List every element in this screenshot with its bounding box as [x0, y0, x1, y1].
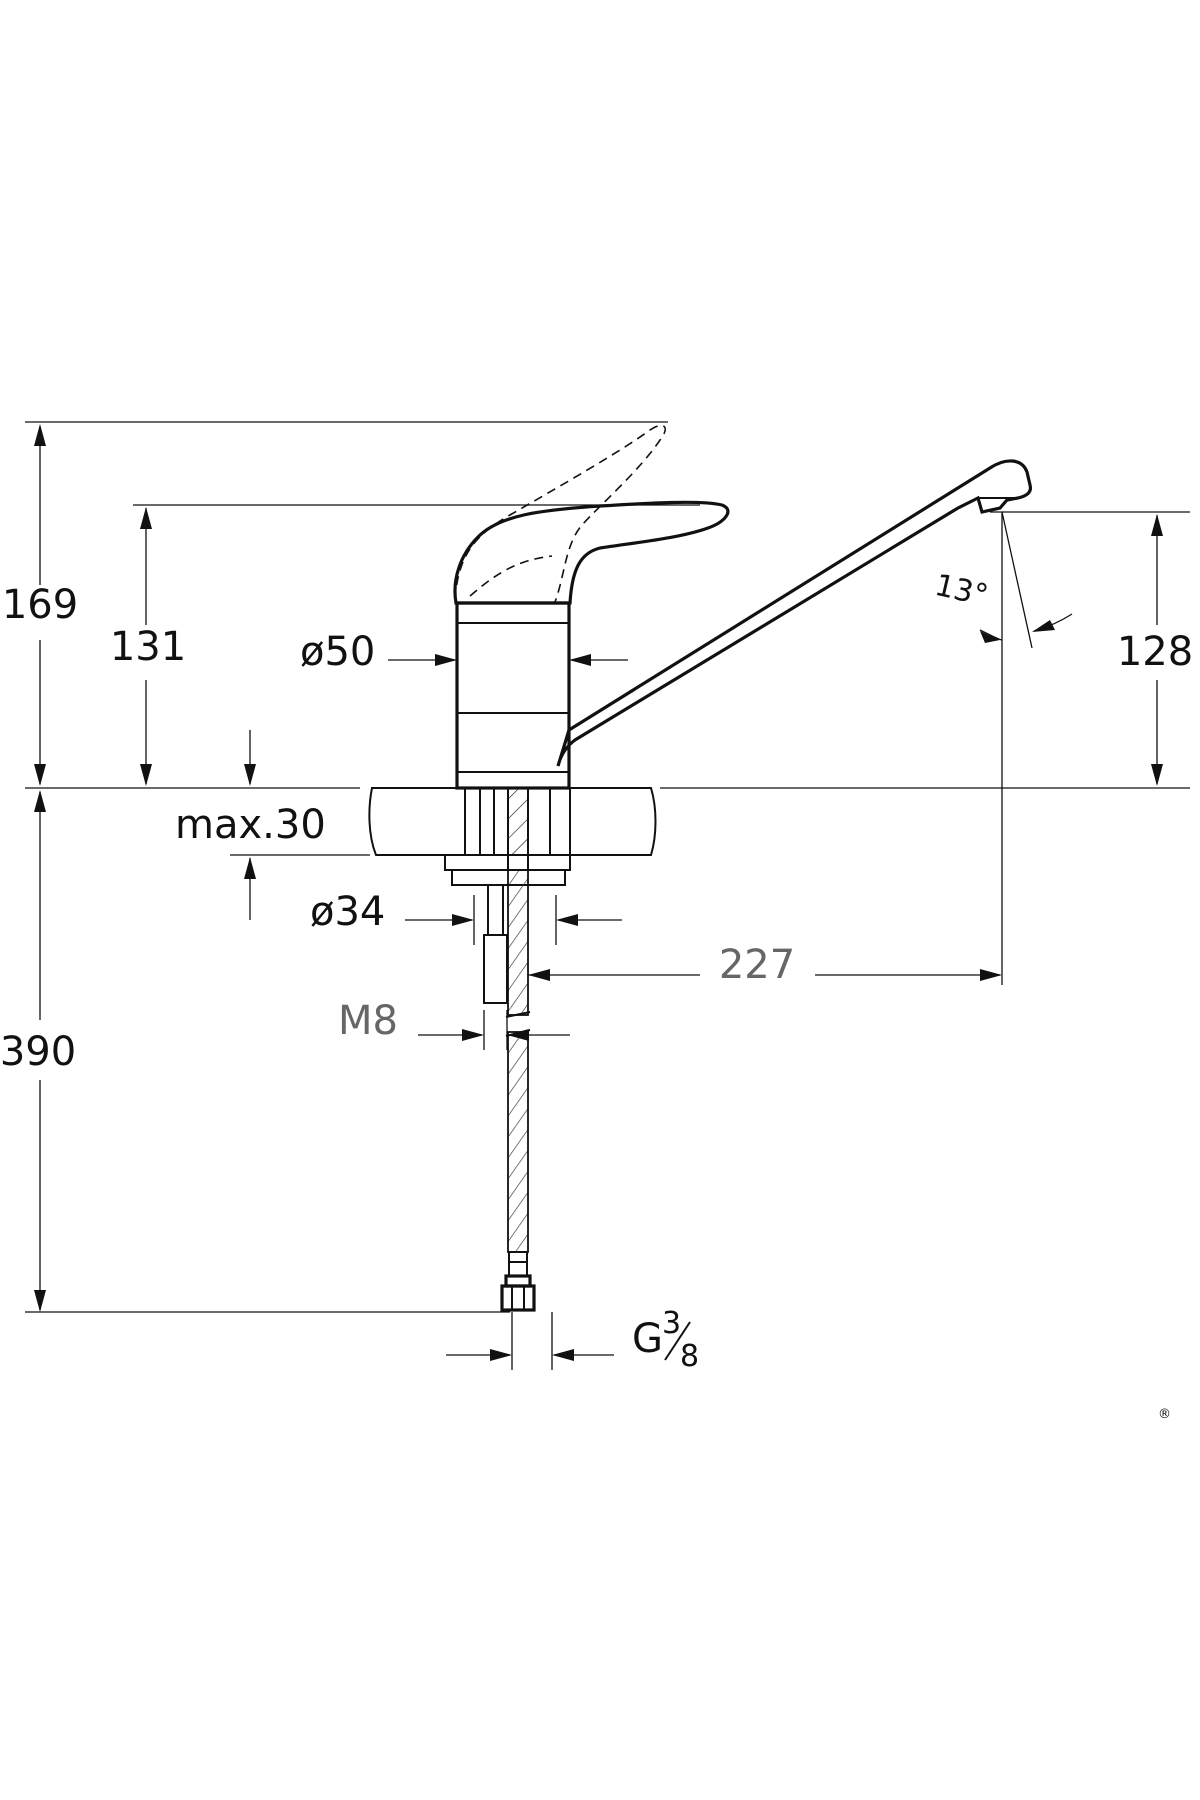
dim-stud-thread-label: M8	[338, 998, 398, 1044]
dim-hose-connection-denominator: 8	[680, 1339, 699, 1374]
flexible-hose	[500, 869, 536, 1312]
lever-raised-ghost	[454, 424, 666, 603]
dim-hose-connection-numerator: 3	[662, 1306, 681, 1341]
spout	[556, 459, 1033, 767]
dim-lever-height: 131	[110, 507, 186, 786]
dim-spout-reach: 227	[528, 942, 1002, 988]
lever-handle	[453, 500, 730, 605]
spout-angle-label: 13°	[932, 568, 992, 614]
dim-body-diameter-label: ø50	[300, 629, 375, 675]
faucet-body	[455, 601, 571, 790]
countertop-section	[368, 787, 657, 856]
dim-spout-height-label: 128	[1117, 629, 1193, 675]
dim-spout-height: 128	[1117, 514, 1193, 786]
extension-lines	[25, 421, 1190, 1313]
dim-counter-thickness-label: max.30	[175, 802, 326, 848]
dim-total-height-label: 169	[2, 582, 78, 628]
dim-spout-reach-label: 227	[719, 942, 795, 988]
dim-hose-length: 390	[0, 790, 76, 1312]
dim-lever-height-label: 131	[110, 624, 186, 670]
dim-hose-connection-thread: G	[632, 1316, 663, 1362]
dim-shank-diameter-label: ø34	[310, 889, 385, 935]
dim-stud-thread: M8	[338, 998, 570, 1050]
dim-hose-length-label: 390	[0, 1029, 76, 1075]
dim-shank-diameter: ø34	[310, 889, 622, 945]
dim-counter-thickness: max.30	[175, 730, 326, 920]
mounting-hardware	[444, 788, 571, 1004]
registered-mark: ®	[1158, 1407, 1171, 1422]
dim-total-height: 169	[2, 424, 78, 786]
dim-hose-connection: G 3 8	[446, 1306, 699, 1374]
dim-body-diameter: ø50	[300, 629, 628, 675]
